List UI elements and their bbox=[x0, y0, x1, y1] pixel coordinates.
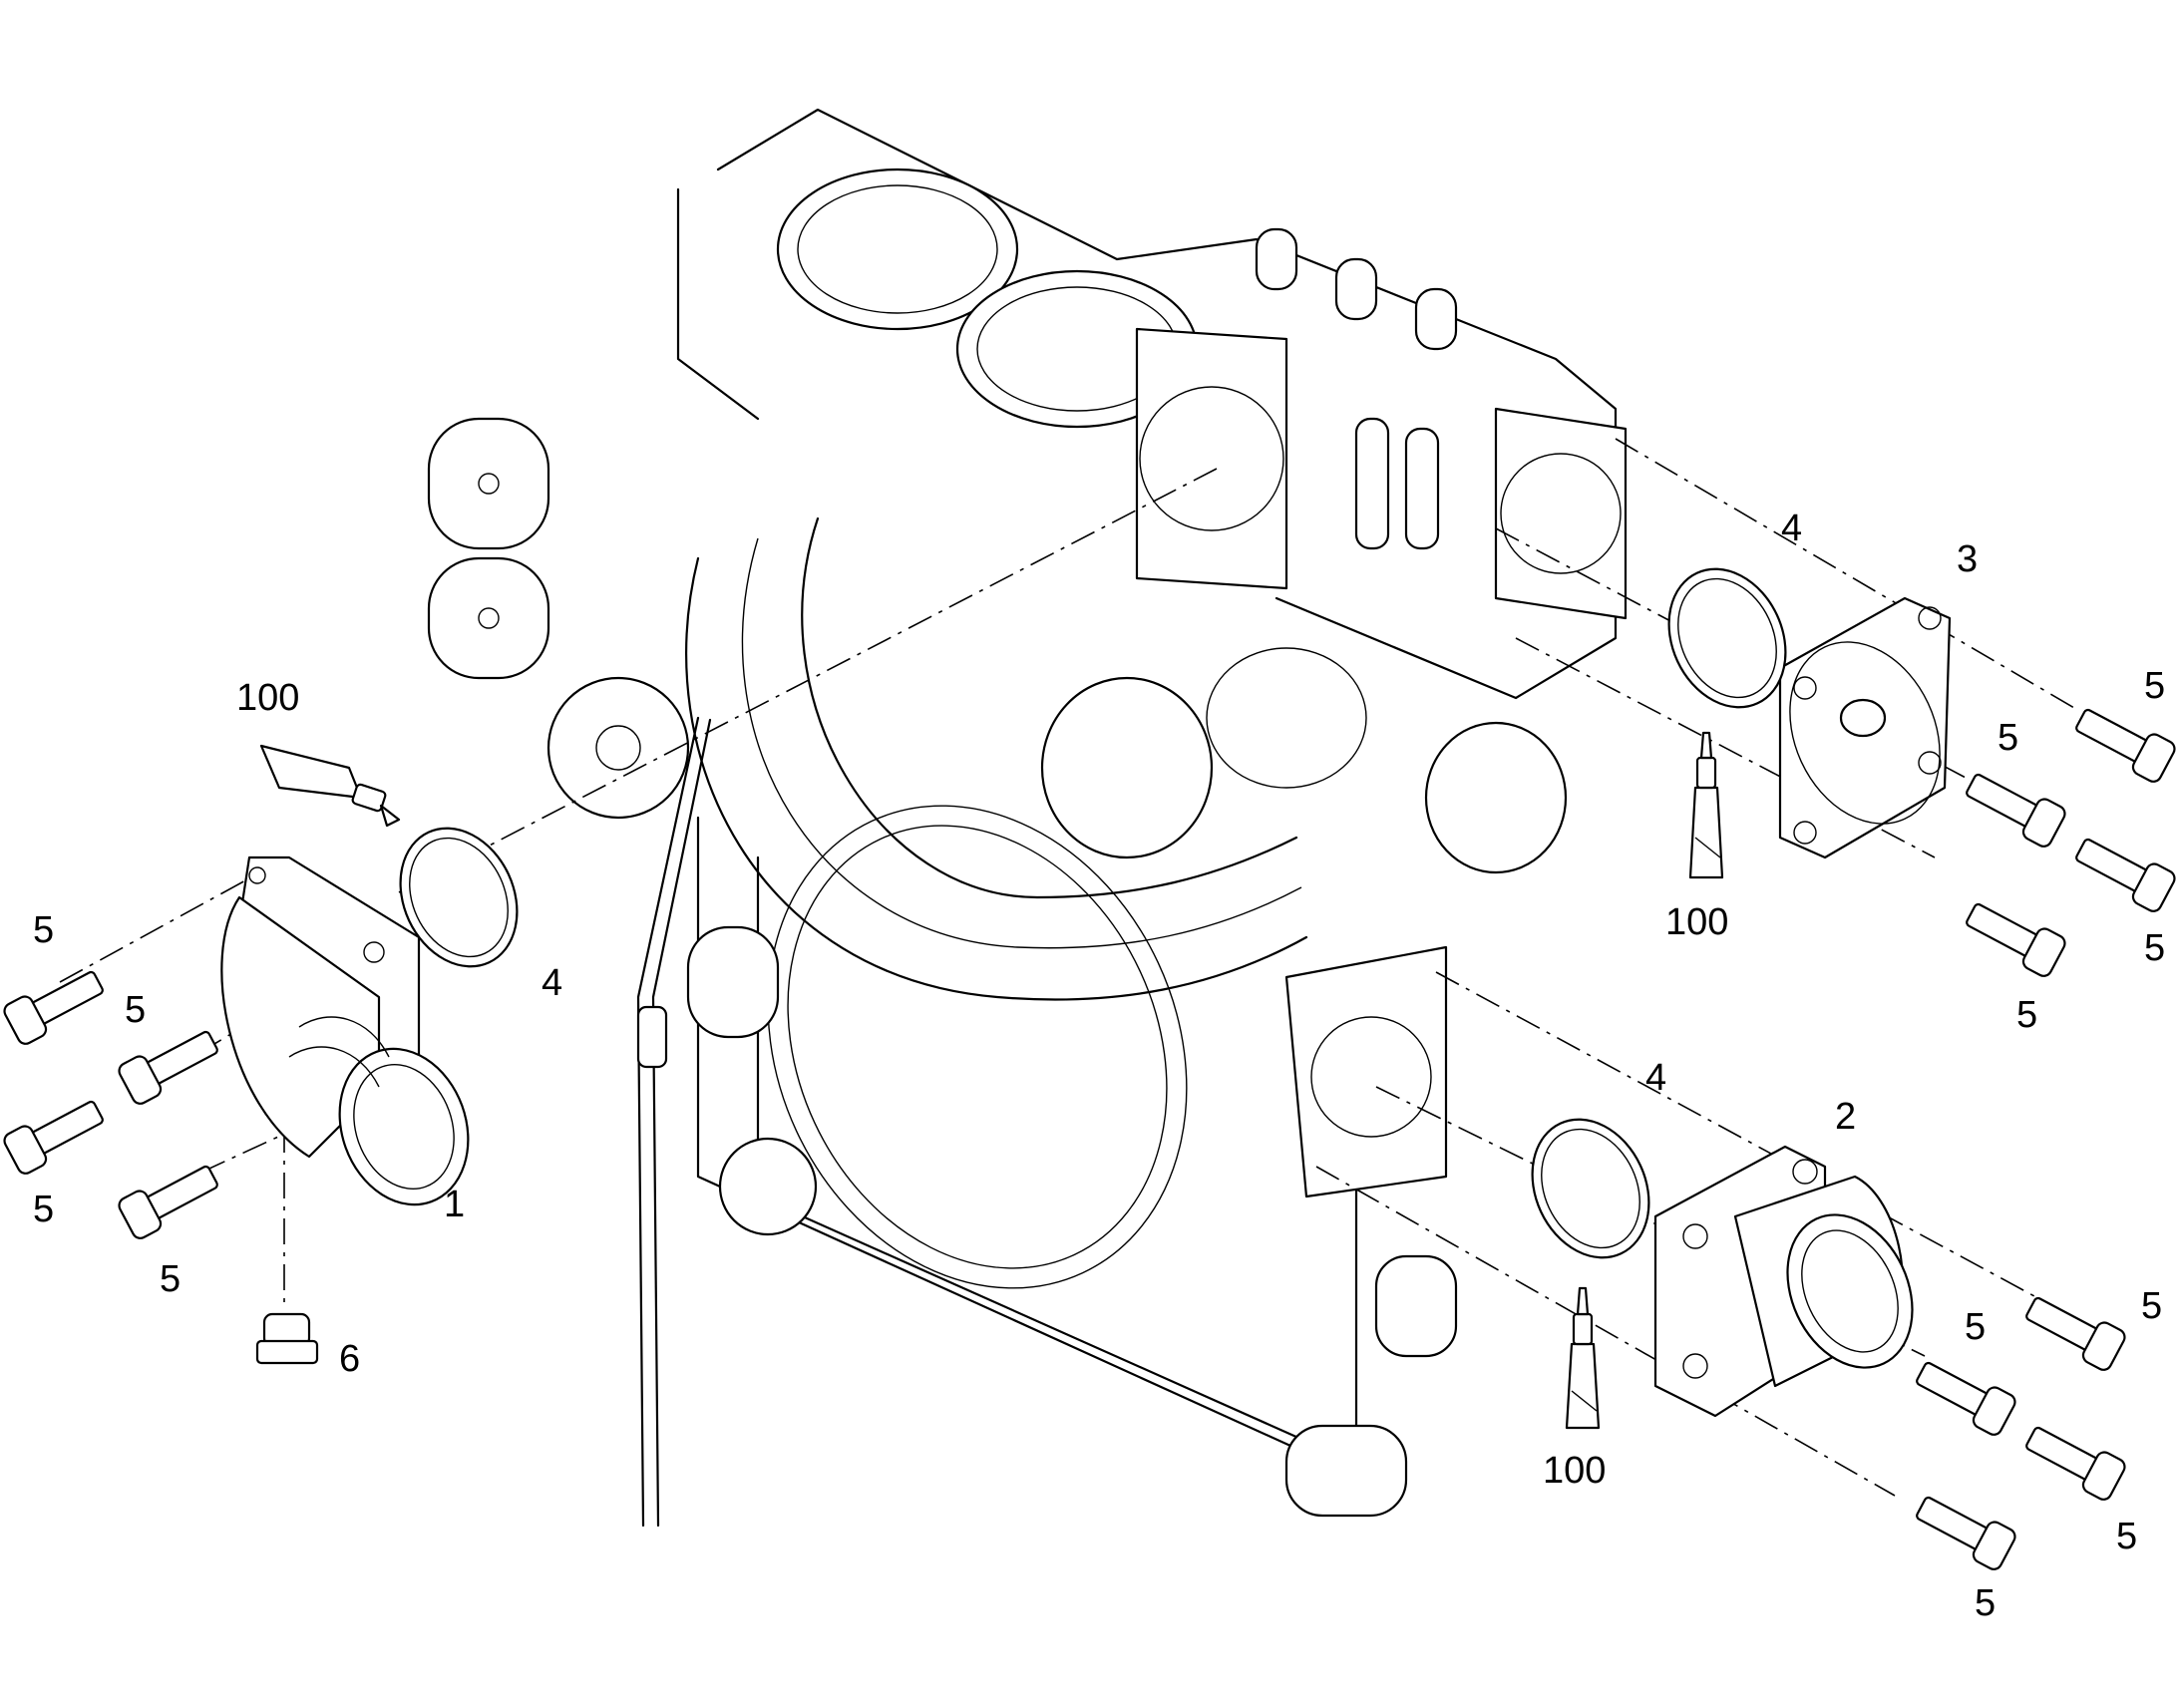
callout-100: 100 bbox=[236, 677, 299, 719]
bolt bbox=[2025, 1296, 2126, 1371]
bolt bbox=[1916, 1496, 2016, 1570]
bolt bbox=[118, 1030, 218, 1105]
bolt bbox=[1966, 773, 2066, 848]
callout-5: 5 bbox=[1975, 1582, 1996, 1624]
callout-5: 5 bbox=[2144, 665, 2165, 707]
bolts bbox=[3, 708, 2176, 1570]
bolt bbox=[2025, 1426, 2126, 1501]
plug bbox=[255, 1312, 319, 1365]
cover-plate-right-upper bbox=[1778, 596, 1952, 859]
callout-4-right: 4 bbox=[1645, 1057, 1666, 1099]
callout-3: 3 bbox=[1957, 538, 1978, 580]
callout-5: 5 bbox=[2141, 1285, 2162, 1327]
callout-1: 1 bbox=[444, 1184, 465, 1225]
callout-5: 5 bbox=[125, 989, 146, 1031]
engine-block bbox=[427, 108, 1628, 1528]
thermostat-housing-left bbox=[220, 855, 470, 1206]
callout-5: 5 bbox=[2016, 994, 2037, 1036]
callout-labels: 1 2 3 4 4 4 5 5 5 5 5 5 5 5 5 5 5 5 6 10… bbox=[33, 508, 2165, 1624]
callout-5: 5 bbox=[33, 909, 54, 951]
callout-5: 5 bbox=[1965, 1306, 1986, 1348]
bolt bbox=[1966, 902, 2066, 977]
callout-100: 100 bbox=[1543, 1450, 1606, 1492]
bolt bbox=[3, 970, 104, 1045]
bolt bbox=[1916, 1361, 2016, 1436]
bolt bbox=[2075, 838, 2176, 912]
callout-4-top: 4 bbox=[1781, 508, 1802, 549]
bolt bbox=[118, 1165, 218, 1239]
o-rings bbox=[399, 567, 1787, 1259]
callout-5: 5 bbox=[1998, 717, 2018, 759]
callout-100: 100 bbox=[1665, 901, 1728, 943]
callout-5: 5 bbox=[2116, 1516, 2137, 1557]
sealant-tubes bbox=[259, 731, 1724, 1430]
thermostat-housing-right-lower bbox=[1653, 1145, 1914, 1418]
bolt bbox=[3, 1100, 104, 1175]
callout-5: 5 bbox=[2144, 927, 2165, 969]
callout-2: 2 bbox=[1835, 1096, 1856, 1138]
callout-5: 5 bbox=[33, 1189, 54, 1230]
bolt bbox=[2075, 708, 2176, 783]
callout-4-left: 4 bbox=[542, 962, 562, 1004]
callout-5: 5 bbox=[160, 1258, 181, 1300]
callout-6: 6 bbox=[339, 1338, 360, 1380]
